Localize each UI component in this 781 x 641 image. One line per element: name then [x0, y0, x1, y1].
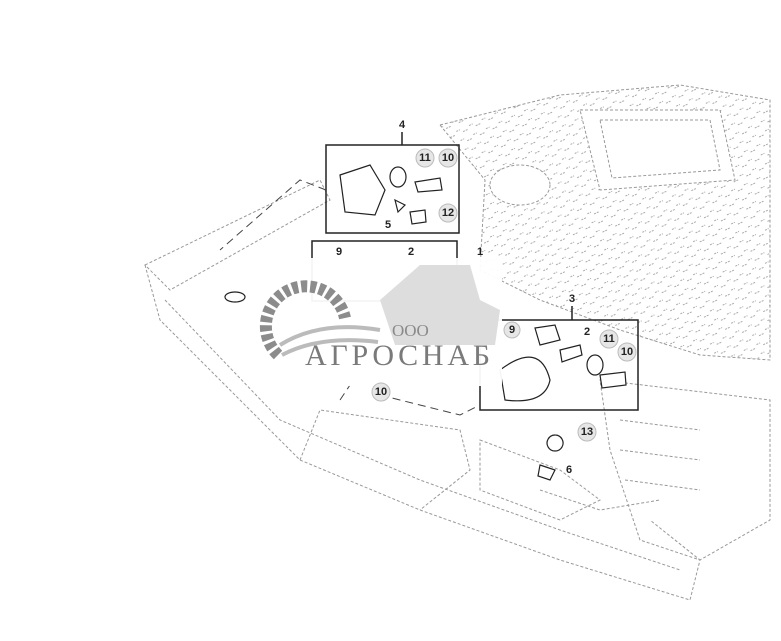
fog-lamp-part [224, 164, 627, 481]
svg-text:9: 9 [509, 324, 515, 336]
svg-text:2: 2 [408, 246, 414, 258]
callout-1: 1 [477, 246, 483, 258]
svg-text:3: 3 [569, 293, 575, 305]
svg-text:11: 11 [603, 333, 615, 345]
watermark-name: АГРОСНАБ [305, 339, 490, 372]
callout-10: 10 [438, 148, 458, 168]
svg-text:6: 6 [566, 464, 572, 476]
callout-2b: 2 [584, 326, 590, 338]
callout-3: 3 [569, 293, 575, 305]
callout-11: 11 [415, 148, 435, 168]
callout-6: 6 [566, 464, 572, 476]
svg-text:13: 13 [581, 426, 593, 438]
watermark-prefix: ООО [392, 321, 429, 340]
callout-5: 5 [385, 219, 391, 231]
svg-text:11: 11 [419, 152, 431, 164]
svg-text:1: 1 [477, 246, 483, 258]
leader-lines [219, 179, 481, 416]
callout-13: 13 [577, 422, 597, 442]
callout-9b: 9 [503, 321, 521, 339]
agrosnab-watermark: ООО АГРОСНАБ [259, 258, 502, 386]
assembly-box-4 [325, 132, 460, 234]
callout-10c: 10 [371, 382, 391, 402]
callout-9: 9 [336, 246, 342, 258]
callout-10b: 10 [617, 342, 637, 362]
svg-text:5: 5 [385, 219, 391, 231]
svg-text:9: 9 [336, 246, 342, 258]
callout-4: 4 [399, 119, 406, 131]
svg-text:4: 4 [399, 119, 406, 131]
svg-text:10: 10 [442, 152, 454, 164]
svg-text:12: 12 [442, 207, 454, 219]
svg-text:10: 10 [621, 346, 633, 358]
callout-11b: 11 [599, 329, 619, 349]
vehicle-outline [144, 84, 771, 601]
svg-text:10: 10 [375, 386, 387, 398]
callout-12: 12 [438, 203, 458, 223]
callout-2: 2 [408, 246, 414, 258]
svg-text:2: 2 [584, 326, 590, 338]
